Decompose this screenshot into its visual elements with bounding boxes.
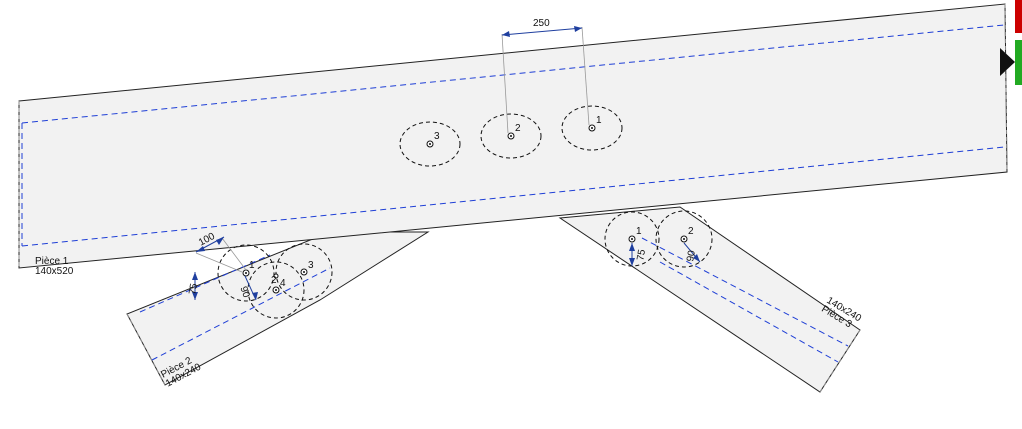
piece-3-body <box>558 206 861 393</box>
dimension-top-value: 250 <box>533 18 550 29</box>
bolt-p2-4[interactable]: 4 <box>272 278 286 294</box>
piece-2-body <box>126 231 430 386</box>
bolt-p3-2-label: 2 <box>688 226 694 237</box>
piece-2-bolts: 1 2 3 4 <box>217 243 333 319</box>
piece-1-axis-top <box>21 24 1005 124</box>
p2-bolt-4-circle <box>247 261 305 319</box>
bolt-p3-2[interactable]: 2 <box>680 226 694 243</box>
piece-1-end-edge-right <box>1004 3 1008 173</box>
p3-dim-75: 75 <box>635 248 648 261</box>
piece-2-axis-bottom <box>151 267 331 361</box>
piece-1-name: Pièce 1 <box>35 256 69 267</box>
piece-3-axis-bottom <box>659 261 839 363</box>
piece-1-bolts: 3 2 1 <box>399 105 623 167</box>
bolt-p2-4-label: 4 <box>280 278 286 289</box>
piece-3[interactable] <box>558 206 861 393</box>
dimension-top: 250 <box>501 18 590 134</box>
p3-dim-90: 90 <box>685 249 698 262</box>
bolt-p2-3[interactable]: 3 <box>300 260 314 276</box>
bolt-p1-2[interactable]: 2 <box>480 113 542 159</box>
bolt-p2-3-label: 3 <box>308 260 314 271</box>
piece-1-label: Pièce 1 140x520 <box>35 256 74 277</box>
bolt-p3-1[interactable]: 1 <box>628 226 642 243</box>
bolt-p3-1-label: 1 <box>636 226 642 237</box>
bolt-p2-2-label: 2 <box>271 275 277 286</box>
p2-dim-90: 90 <box>237 285 251 300</box>
bolt-p1-2-label: 2 <box>515 123 521 134</box>
p2-bolt-1-circle <box>217 244 275 302</box>
bolt-p2-1-label: 1 <box>249 260 255 271</box>
expand-arrow-icon[interactable] <box>1000 48 1015 76</box>
status-bar-red[interactable] <box>1015 0 1022 33</box>
bolt-p1-3[interactable]: 3 <box>399 121 461 167</box>
p3-bolt-2-circle <box>655 210 713 268</box>
piece-1-section: 140x520 <box>35 266 74 277</box>
bolt-p1-1[interactable]: 1 <box>561 105 623 151</box>
piece-2-axis-top <box>139 254 271 313</box>
bolt-p1-1-label: 1 <box>596 115 602 126</box>
piece-2[interactable] <box>126 231 430 386</box>
bolt-p2-2[interactable]: 2 <box>271 273 279 286</box>
piece-3-dimensions: 75 90 <box>629 242 701 266</box>
p2-dim-75: 75 <box>187 282 200 295</box>
piece-1-axis-bottom <box>21 146 1005 247</box>
piece-3-axis-top <box>641 237 849 347</box>
status-bar-green[interactable] <box>1015 40 1022 85</box>
piece-3-end-edge <box>819 329 861 393</box>
p2-bolt-3-circle <box>275 243 333 301</box>
bolt-p1-3-label: 3 <box>434 131 440 142</box>
